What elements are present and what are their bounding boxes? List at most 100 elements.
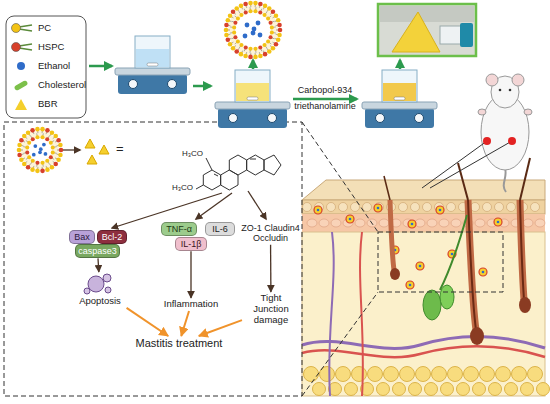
chemical-structure (214, 174, 218, 176)
skin-cells (432, 367, 447, 382)
skin-cells (425, 383, 438, 396)
blood-vessel (302, 232, 545, 396)
liposome (234, 6, 239, 11)
liposome (258, 2, 263, 7)
legend-label: PC (38, 22, 51, 33)
liposome (231, 46, 236, 51)
skin-cells (304, 367, 319, 382)
node-text: Tight Junction damage (244, 293, 298, 326)
magnetic-stirrer (118, 74, 187, 94)
berberine-particle (85, 139, 109, 164)
liposome (224, 23, 229, 28)
liposome (41, 161, 45, 165)
skin-cells (496, 367, 511, 382)
legend-label: Cholesterol (38, 79, 86, 90)
liposome (44, 152, 48, 156)
mouse (508, 137, 516, 145)
skin-cells (419, 265, 422, 268)
liposome (35, 127, 40, 132)
magnetic-stirrer (235, 70, 270, 102)
skin-cells (375, 203, 384, 212)
skin-cells (427, 219, 437, 227)
outcome-label: Inflammation (155, 298, 227, 311)
skin-section (302, 214, 545, 232)
hair-follicle (520, 158, 530, 200)
liposome (31, 159, 35, 163)
magnetic-stirrer (362, 102, 437, 109)
skin-cells (336, 367, 351, 382)
magnetic-stirrer (168, 80, 177, 89)
liposome (35, 161, 39, 165)
berberine-particle (99, 145, 109, 154)
node-text: caspase3 (78, 246, 117, 256)
liposome (19, 157, 24, 162)
liposome (224, 33, 229, 38)
liposome (253, 55, 258, 60)
liposome (266, 16, 270, 20)
skin-cells (307, 219, 317, 227)
skin-cells (473, 383, 486, 396)
process-arrow (252, 60, 255, 69)
process-arrow (293, 98, 357, 101)
legend-entry: PC (10, 20, 84, 37)
skin-cells (416, 262, 424, 270)
node-text: ZO-1 Claudin4 Occludin (241, 223, 300, 244)
skin-cells (457, 383, 470, 396)
sebaceous-gland (423, 290, 441, 320)
liposome (278, 28, 283, 33)
hair-follicle (384, 158, 530, 330)
liposome (276, 37, 281, 42)
apoptotic-cell (88, 276, 104, 292)
mouse (483, 137, 491, 145)
liposome (239, 43, 243, 47)
magnetic-stirrer (115, 36, 190, 94)
liposome (258, 33, 263, 38)
skin-cells (494, 218, 502, 226)
liposome (58, 143, 63, 148)
mouse (499, 89, 502, 92)
liposome (21, 131, 59, 169)
liposome (274, 42, 279, 47)
magnetic-stirrer (362, 70, 437, 128)
liposome (252, 27, 257, 32)
skin-cells (345, 383, 358, 396)
skin-cells (535, 219, 545, 227)
magnetic-stirrer (215, 102, 290, 109)
skin-cells (447, 203, 456, 212)
magnetic-stirrer (115, 68, 190, 75)
liposome (17, 148, 22, 153)
hair-follicle (520, 200, 524, 300)
liposome (248, 55, 253, 60)
gel-photo (378, 4, 476, 56)
liposome (277, 23, 282, 28)
liposome (224, 1, 283, 59)
chemical-structure (203, 170, 220, 190)
liposome (30, 128, 35, 133)
liposome (248, 1, 253, 6)
liposome (233, 21, 237, 25)
skin-cells (531, 203, 540, 212)
liposome (56, 157, 61, 162)
liposome (233, 35, 237, 39)
magnetic-stirrer (236, 83, 269, 101)
cytokine-tag: TNF-α (161, 222, 197, 236)
mechanism-arrow (63, 150, 266, 228)
skin-cells (497, 221, 500, 224)
liposome (35, 169, 40, 174)
legend: PCHSPCEthanolCholesterolBBR (8, 20, 84, 116)
mechanism-arrow (63, 149, 80, 150)
skin-cells (313, 383, 326, 396)
legend-frame (6, 16, 86, 118)
skin-cells (512, 367, 527, 382)
skin-cells (319, 219, 329, 227)
liposome (51, 145, 55, 149)
liposome (31, 137, 35, 141)
liposome (267, 49, 272, 54)
skin-cells (489, 383, 502, 396)
connector-arrow (181, 311, 189, 336)
skin-cells (349, 218, 352, 221)
skin-cells (495, 203, 504, 212)
hair-bulb (470, 327, 484, 345)
